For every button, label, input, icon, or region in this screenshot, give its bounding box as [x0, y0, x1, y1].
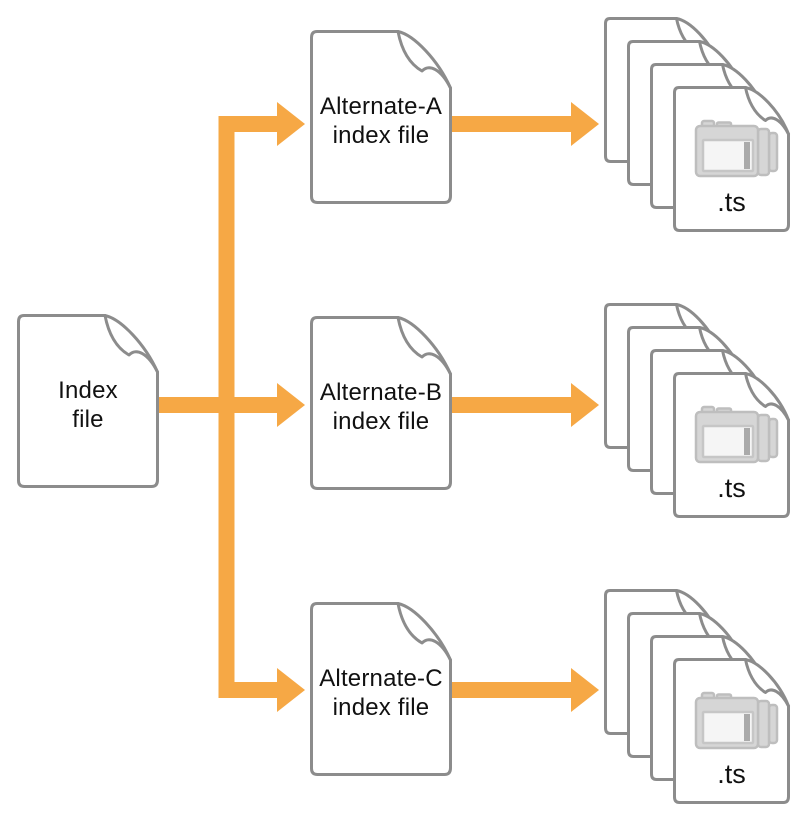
arrow-shaft [452, 116, 572, 132]
label-line-2: index file [332, 122, 430, 149]
arrow-head [277, 102, 305, 146]
arrow-alternate-b-to-segments [452, 383, 599, 427]
arrow-branch-to-alternate-c [218, 668, 305, 712]
label-line-1: Alternate-C [319, 665, 443, 692]
arrow-index-to-alternate-b [159, 383, 305, 427]
arrow-shaft [218, 682, 278, 698]
label-line-1: Index [58, 377, 118, 404]
arrow-head [277, 383, 305, 427]
arrow-head [571, 383, 599, 427]
label-line-2: file [72, 406, 104, 433]
arrow-shaft [452, 682, 572, 698]
arrow-shaft [218, 116, 278, 132]
arrow-alternate-c-to-segments [452, 668, 599, 712]
arrow-branch-to-alternate-a [218, 102, 305, 146]
alternate-a-label: Alternate-A index file [310, 34, 452, 208]
ts-extension-text: .ts [717, 187, 746, 217]
ts-extension-text: .ts [717, 473, 746, 503]
label-line-1: Alternate-A [319, 93, 443, 120]
alternate-c-label: Alternate-C index file [310, 606, 452, 780]
alternate-b-label: Alternate-B index file [310, 320, 452, 494]
arrow-head [571, 668, 599, 712]
index-file-label: Index file [17, 318, 159, 492]
segment-extension-label-b: .ts [673, 372, 790, 518]
arrow-head [571, 102, 599, 146]
flow-arrows [159, 102, 599, 712]
arrow-shaft [452, 397, 572, 413]
segment-extension-label-a: .ts [673, 86, 790, 232]
label-line-2: index file [332, 408, 430, 435]
arrow-alternate-a-to-segments [452, 102, 599, 146]
label-line-1: Alternate-B [319, 379, 443, 406]
segment-extension-label-c: .ts [673, 658, 790, 804]
label-line-2: index file [332, 694, 430, 721]
ts-extension-text: .ts [717, 759, 746, 789]
arrow-head [277, 668, 305, 712]
arrow-shaft [159, 397, 277, 413]
